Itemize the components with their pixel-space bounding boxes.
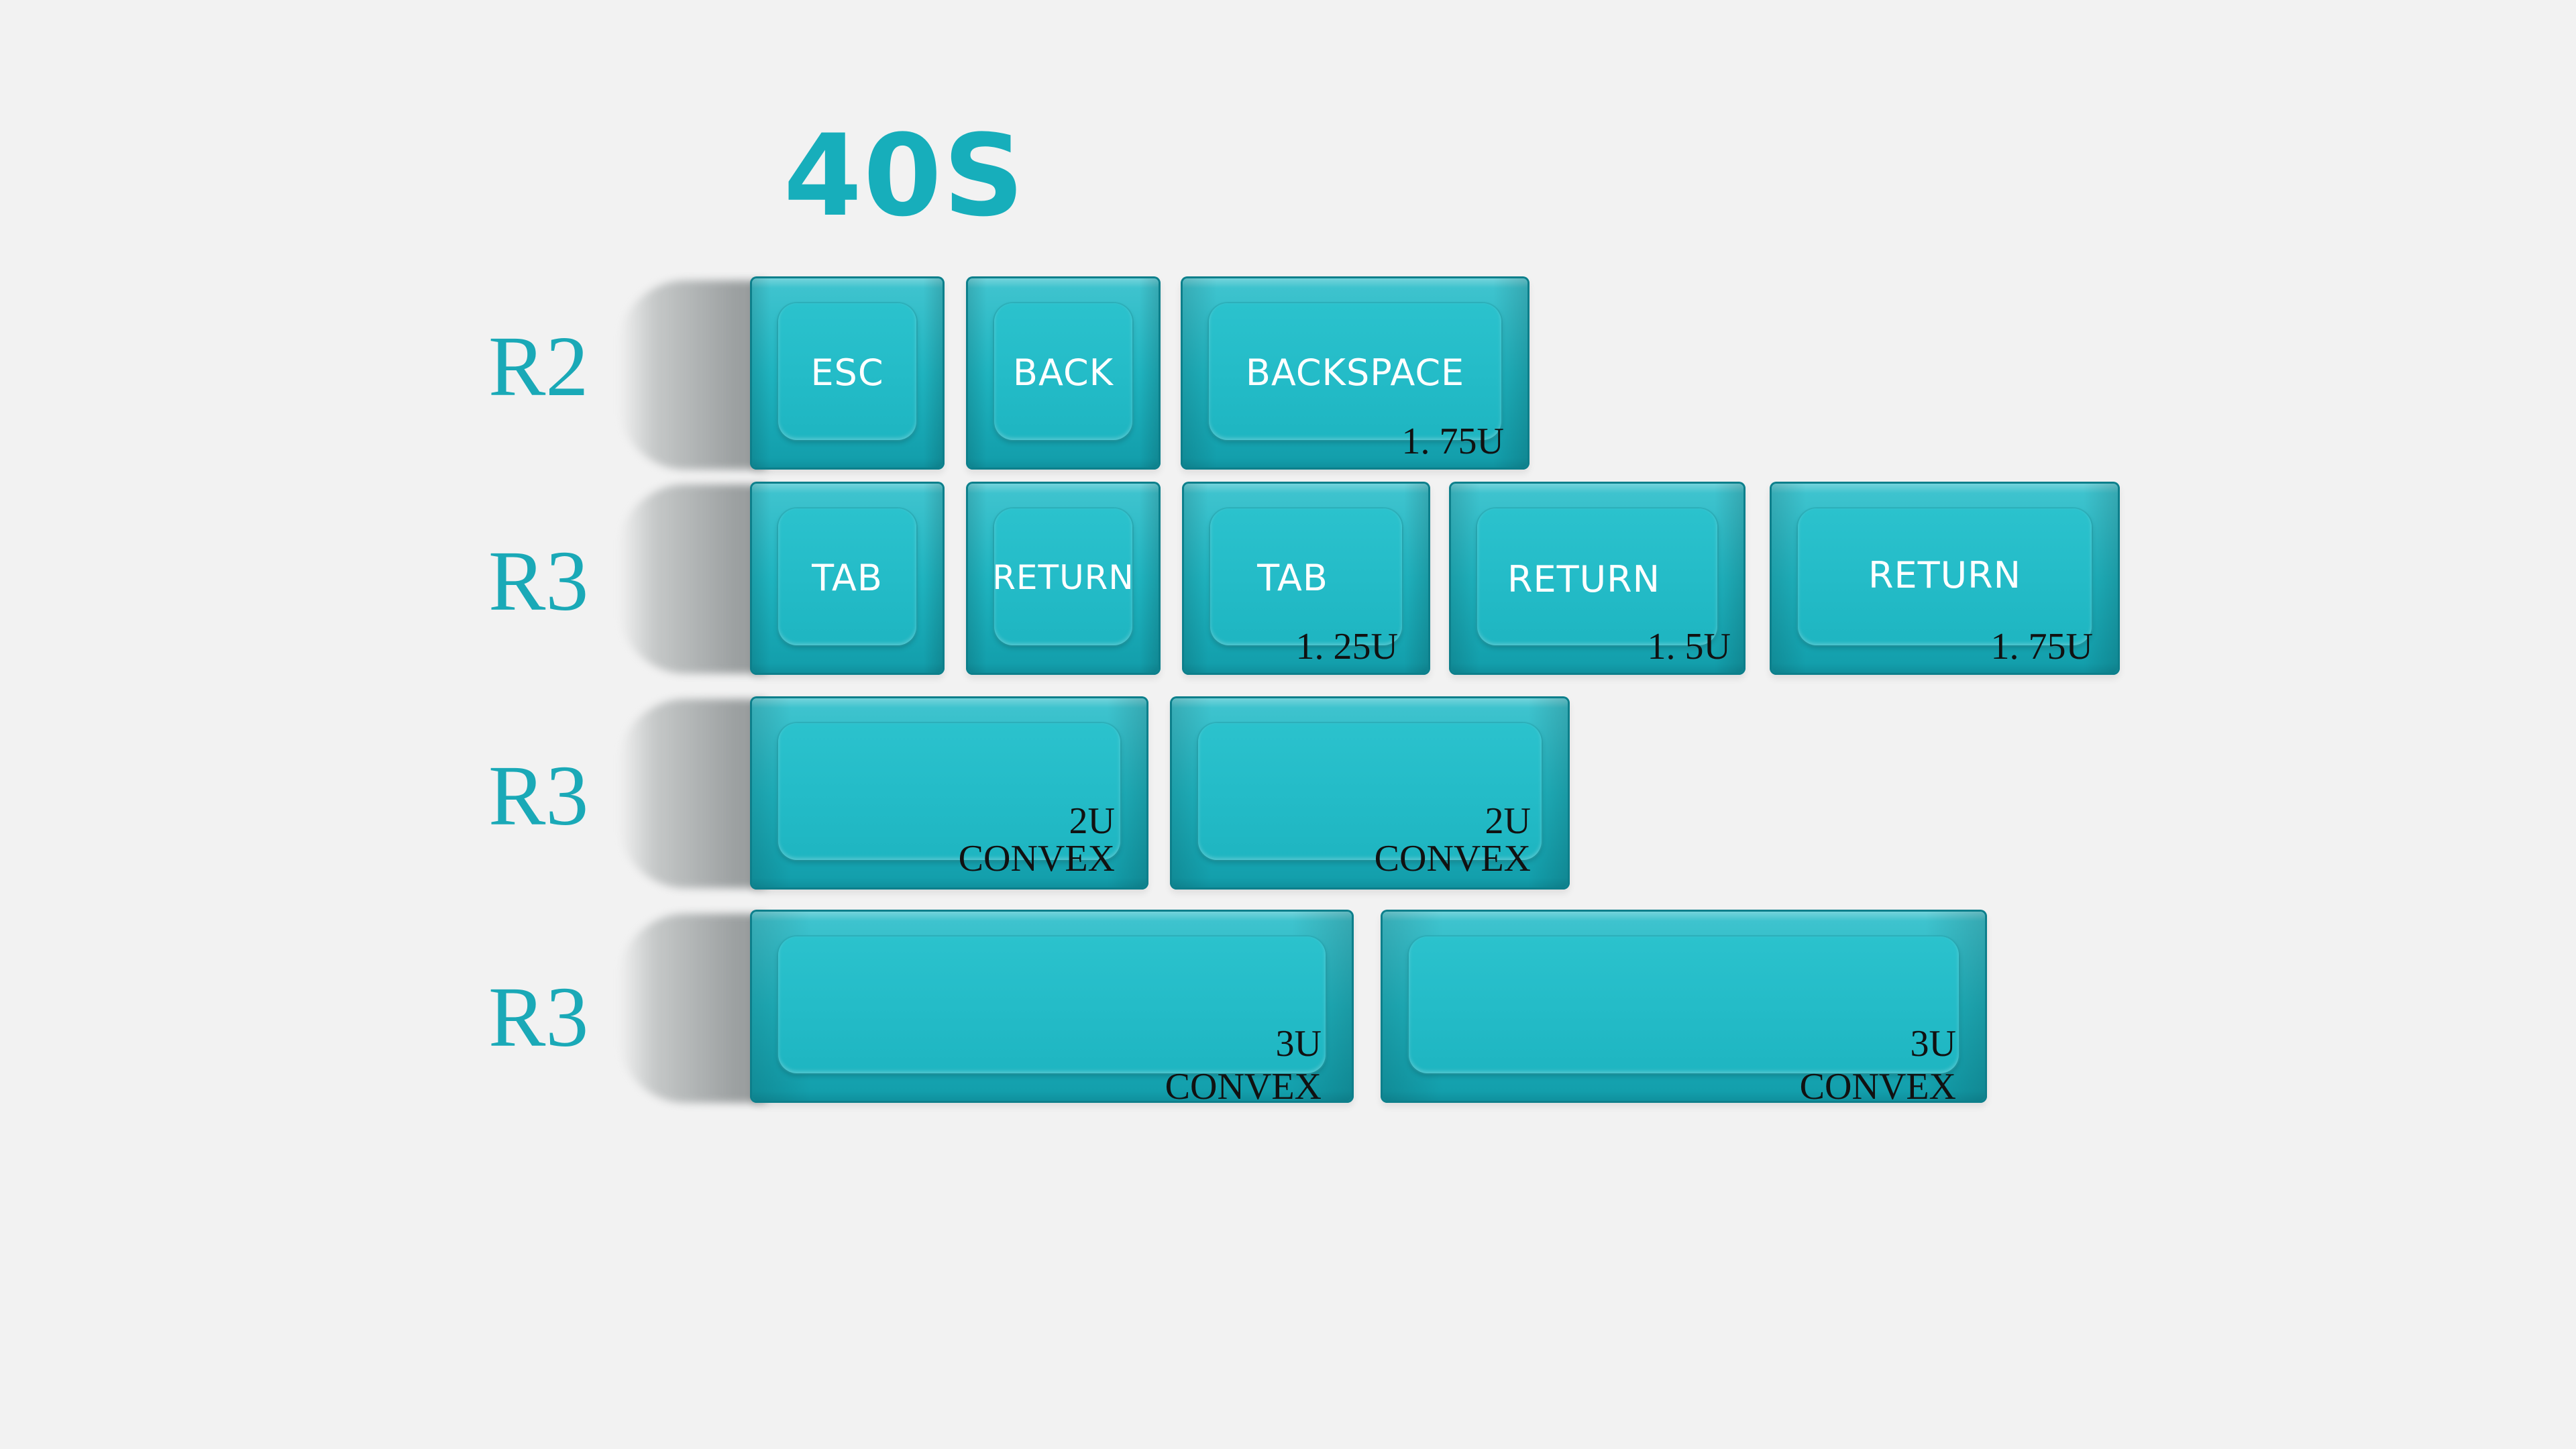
key-size-label: 1. 5U [1647,626,1731,667]
key-type-label: CONVEX [1165,1066,1322,1108]
keycap-top [1409,936,1959,1073]
keycap-return-175[interactable]: RETURN 1. 75U [1770,482,2120,675]
key-legend: TAB [812,557,883,599]
key-legend: ESC [810,352,884,394]
keycap-top [778,303,916,440]
keycap-top [1477,508,1717,645]
keycap-3u-convex[interactable]: 3U CONVEX [750,910,1354,1108]
keycap-3u-convex[interactable]: 3U CONVEX [1381,910,1987,1108]
key-size-label: 1. 75U [1401,421,1504,462]
keycap-top [778,723,1120,860]
key-size-label: 3U [1275,1023,1322,1065]
key-size-label: 1. 25U [1295,626,1398,667]
row-label-r3-c: R3 [488,969,589,1065]
key-legend: BACK [1012,352,1114,394]
key-type-label: CONVEX [958,838,1115,879]
key-legend: TAB [1257,557,1328,599]
row-shadow [619,914,766,1103]
key-size-label: 2U [1069,800,1115,842]
key-legend: RETURN [1868,554,2022,596]
keycap-tab[interactable]: TAB [750,482,945,675]
keycap-top [994,508,1132,645]
keycap-top [778,508,916,645]
keycap-esc[interactable]: ESC [750,276,945,470]
keycap-top [778,936,1326,1073]
key-legend: BACKSPACE [1245,352,1465,394]
keycap-2u-convex[interactable]: 2U CONVEX [750,696,1148,890]
keycap-back[interactable]: BACK [966,276,1161,470]
key-type-label: CONVEX [1799,1066,1956,1108]
key-legend: RETURN [1507,558,1661,600]
row-label-r3-b: R3 [488,748,589,843]
row-label-r3-a: R3 [488,533,589,629]
keycap-top [1210,508,1402,645]
key-size-label: 1. 75U [1990,626,2093,667]
keycap-top [1798,508,2092,645]
row-shadow [619,484,766,674]
row-shadow [619,280,766,470]
key-legend: RETURN [992,558,1134,597]
keycap-return[interactable]: RETURN [966,482,1161,675]
keycap-tab-125[interactable]: TAB 1. 25U [1182,482,1430,675]
row-label-r2: R2 [488,319,589,414]
keycap-return-15[interactable]: RETURN 1. 5U [1449,482,1746,675]
key-size-label: 2U [1485,800,1531,842]
keycap-top [994,303,1132,440]
keycap-2u-convex[interactable]: 2U CONVEX [1170,696,1570,890]
keycap-top [1209,303,1501,440]
keycap-backspace[interactable]: BACKSPACE 1. 75U [1181,276,1529,470]
page-title: 40S [784,110,1026,241]
key-size-label: 3U [1910,1023,1956,1065]
key-type-label: CONVEX [1374,838,1531,879]
keycap-top [1198,723,1542,860]
row-shadow [619,699,766,888]
